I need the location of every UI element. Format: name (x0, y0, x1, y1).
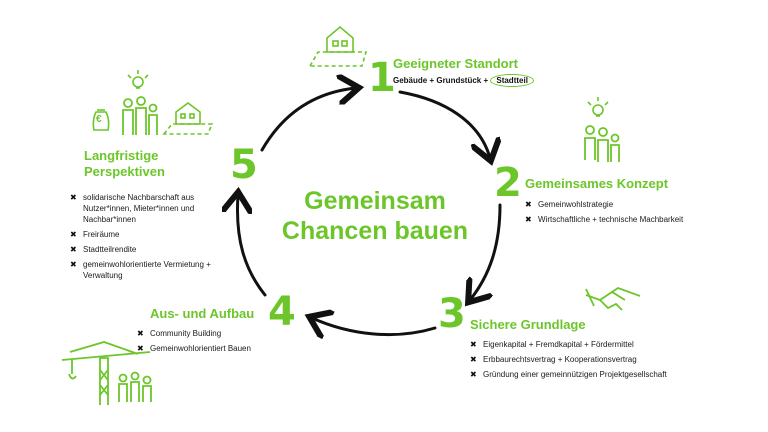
list-item: Gründung einer gemeinnützigen Projektges… (470, 369, 710, 380)
step-1-title: Geeigneter Standort (393, 56, 518, 71)
list-item: Eigenkapital + Fremdkapital + Fördermitt… (470, 339, 710, 350)
center-title-line2: Chancen bauen (281, 217, 469, 245)
lightbulb-icon (587, 97, 609, 117)
lightbulb-icon (127, 70, 149, 89)
step-1-number: 1 (368, 55, 396, 101)
list-item: solidarische Nachbarschaft aus Nutzer*in… (70, 192, 220, 225)
handshake-icon (585, 286, 641, 311)
step-5-number: 5 (230, 142, 258, 188)
step-4-title: Aus- und Aufbau (150, 306, 255, 321)
crane-icon (61, 341, 151, 405)
list-item: Gemeinwohlstrategie (525, 199, 725, 210)
step-3-title: Sichere Grundlage (470, 317, 586, 332)
arrow-1-to-2 (398, 90, 490, 158)
list-item: gemeinwohlorientierte Vermietung + Verwa… (70, 259, 220, 281)
step-2-number: 2 (494, 160, 522, 206)
step-4-number: 4 (268, 289, 296, 335)
step-4-list: Community Building Gemeinwohlorientiert … (137, 328, 277, 358)
step-1-subtitle-text: Gebäude + Grundstück + (393, 76, 491, 85)
step-2-list: Gemeinwohlstrategie Wirtschaftliche + te… (525, 199, 725, 229)
moneybag-currency-label: € (96, 114, 102, 125)
moneybag-icon (92, 109, 110, 131)
list-item: Community Building (137, 328, 277, 339)
step-3-list: Eigenkapital + Fremdkapital + Fördermitt… (470, 339, 710, 384)
list-item: Stadtteilrendite (70, 244, 220, 255)
center-title-line1: Gemeinsam (304, 187, 446, 215)
step-1-subtitle-highlight: Stadtteil (490, 74, 534, 87)
step-5-title-line1: Langfristige (84, 148, 159, 163)
house-icon (162, 102, 214, 135)
list-item: Wirtschaftliche + technische Machbarkeit (525, 214, 725, 225)
people-icon (584, 125, 620, 162)
list-item: Gemeinwohlorientiert Bauen (137, 343, 277, 354)
center-title: Gemeinsam Chancen bauen (270, 186, 480, 246)
people-icon (118, 371, 152, 402)
list-item: Freiräume (70, 229, 220, 240)
step-2-title: Gemeinsames Konzept (525, 176, 669, 191)
arrow-3-to-4 (312, 318, 437, 335)
arrow-5-to-1 (260, 88, 356, 152)
arrow-4-to-5 (237, 195, 267, 297)
step-5-title-line2: Perspektiven (84, 164, 165, 179)
step-3-number: 3 (438, 291, 466, 337)
arrow-2-to-3 (470, 203, 502, 300)
step-5-list: solidarische Nachbarschaft aus Nutzer*in… (70, 192, 220, 285)
list-item: Erbbaurechtsvertrag + Kooperationsvertra… (470, 354, 710, 365)
people-icon (122, 96, 158, 135)
house-icon (308, 25, 368, 67)
step-1-subtitle: Gebäude + Grundstück + Stadtteil (393, 74, 534, 87)
step-5-title: Langfristige Perspektiven (84, 148, 165, 180)
